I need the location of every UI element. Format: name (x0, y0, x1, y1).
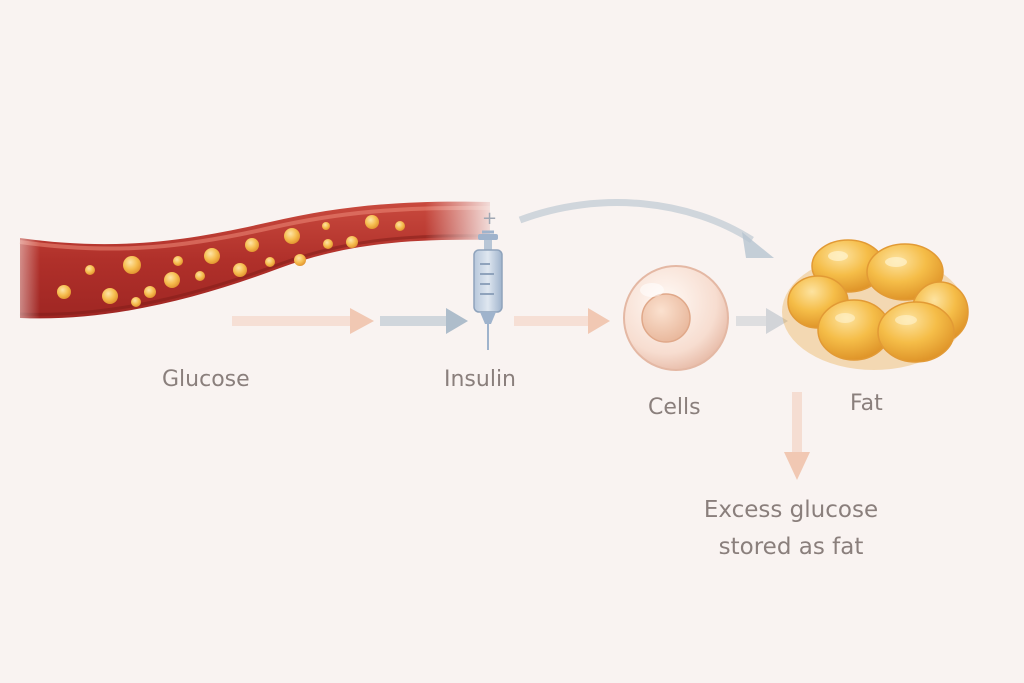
fat-cluster-icon (782, 239, 969, 370)
blood-vessel (0, 190, 500, 330)
arrow-glucose-to-insulin-blue (380, 308, 468, 334)
cell-icon (623, 265, 729, 371)
arrow-cells-to-fat (736, 308, 788, 334)
cells-label: Cells (648, 395, 701, 420)
arrow-glucose-to-insulin (232, 308, 374, 334)
insulin-label: Insulin (444, 367, 517, 392)
excess-glucose-line-1: Excess glucose (703, 497, 879, 523)
syringe-icon (473, 230, 503, 350)
syringe-plus-sign: + (482, 208, 497, 229)
fat-label: Fat (850, 391, 883, 416)
arrow-insulin-to-cells (514, 308, 610, 334)
excess-glucose-line-2: stored as fat (718, 533, 864, 560)
arrow-fat-down (784, 392, 810, 480)
glucose-label: Glucose (162, 367, 250, 392)
excess-glucose-note: Excess glucose stored as fat (686, 492, 896, 566)
arrow-insulin-to-fat-curved (518, 199, 774, 258)
